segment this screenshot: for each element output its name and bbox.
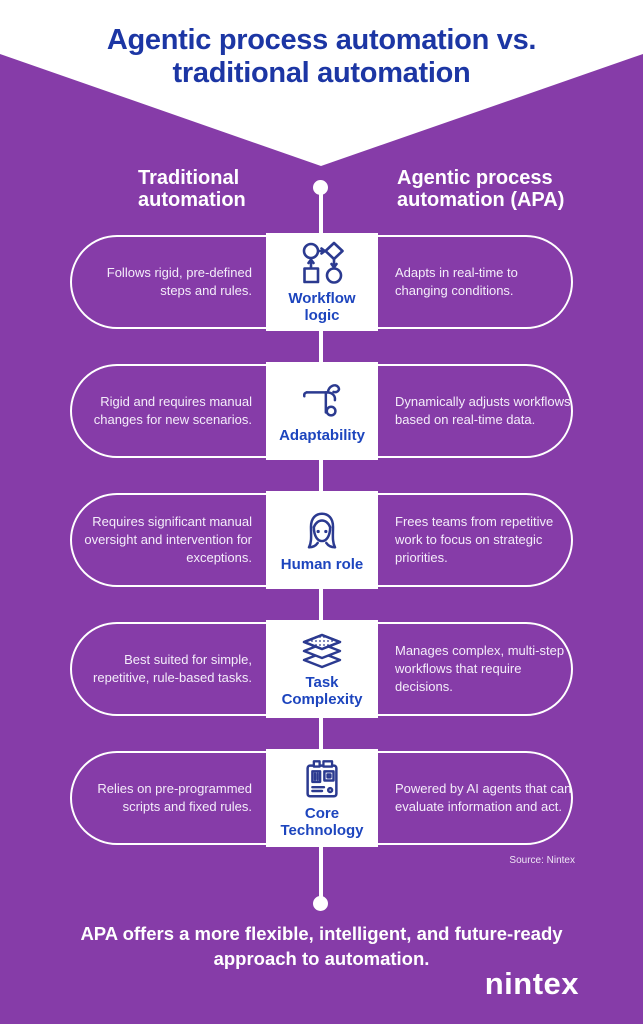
comparison-row-task-complexity: Best suited for simple, repetitive, rule… [70, 620, 573, 718]
agentic-cell: Powered by AI agents that can evaluate i… [395, 751, 573, 845]
agentic-text: Manages complex, multi-step workflows th… [395, 643, 565, 694]
page-title-line2: traditional automation [172, 57, 471, 89]
timeline-bottom-dot [313, 896, 328, 911]
agentic-text: Powered by AI agents that can evaluate i… [395, 781, 572, 814]
traditional-text: Relies on pre-programmed scripts and fix… [97, 781, 252, 814]
agentic-text: Frees teams from repetitive work to focu… [395, 514, 554, 565]
category-box: Workflow logic [266, 233, 378, 331]
category-label: Adaptability [279, 426, 365, 444]
traditional-cell: Rigid and requires manual changes for ne… [76, 364, 252, 458]
comparison-row-workflow-logic: Follows rigid, pre-defined steps and rul… [70, 233, 573, 331]
person-face-icon [307, 512, 337, 549]
category-label: Core Technology [280, 805, 364, 839]
category-box: Task Complexity [266, 620, 378, 718]
circuit-board-icon [306, 760, 338, 798]
traditional-cell: Requires significant manual oversight an… [76, 493, 252, 587]
traditional-text: Rigid and requires manual changes for ne… [93, 394, 252, 427]
traditional-cell: Best suited for simple, repetitive, rule… [76, 622, 252, 716]
agentic-text: Adapts in real-time to changing conditio… [395, 265, 518, 298]
category-label: Workflow logic [288, 290, 356, 324]
source-credit: Source: Nintex [509, 855, 575, 866]
nintex-logo: nintex [484, 966, 579, 1001]
conclusion-text: APA offers a more flexible, intelligent,… [80, 923, 563, 969]
gymnast-icon [302, 383, 341, 417]
category-label: Task Complexity [281, 674, 363, 708]
stacked-layers-icon [302, 633, 342, 669]
traditional-cell: Follows rigid, pre-defined steps and rul… [76, 235, 252, 329]
category-box: Human role [266, 491, 378, 589]
traditional-text: Requires significant manual oversight an… [84, 514, 252, 565]
column-header-traditional: Traditional automation [138, 167, 246, 211]
agentic-cell: Manages complex, multi-step workflows th… [395, 622, 573, 716]
timeline-top-dot [313, 180, 328, 195]
traditional-text: Best suited for simple, repetitive, rule… [93, 652, 252, 685]
agentic-cell: Dynamically adjusts workflows based on r… [395, 364, 573, 458]
category-box: Core Technology [266, 749, 378, 847]
page-title-line1: Agentic process automation vs. [106, 24, 537, 56]
page-title: Agentic process automation vs. tradition… [0, 24, 643, 90]
category-label: Human role [280, 555, 364, 573]
comparison-row-human-role: Requires significant manual oversight an… [70, 491, 573, 589]
comparison-row-core-technology: Relies on pre-programmed scripts and fix… [70, 749, 573, 847]
column-header-agentic: Agentic process automation (APA) [397, 167, 565, 211]
agentic-text: Dynamically adjusts workflows based on r… [395, 394, 571, 427]
flowchart-icon [302, 241, 344, 284]
category-box: Adaptability [266, 362, 378, 460]
agentic-cell: Frees teams from repetitive work to focu… [395, 493, 573, 587]
traditional-cell: Relies on pre-programmed scripts and fix… [76, 751, 252, 845]
traditional-text: Follows rigid, pre-defined steps and rul… [106, 265, 252, 298]
agentic-cell: Adapts in real-time to changing conditio… [395, 235, 573, 329]
comparison-row-adaptability: Rigid and requires manual changes for ne… [70, 362, 573, 460]
